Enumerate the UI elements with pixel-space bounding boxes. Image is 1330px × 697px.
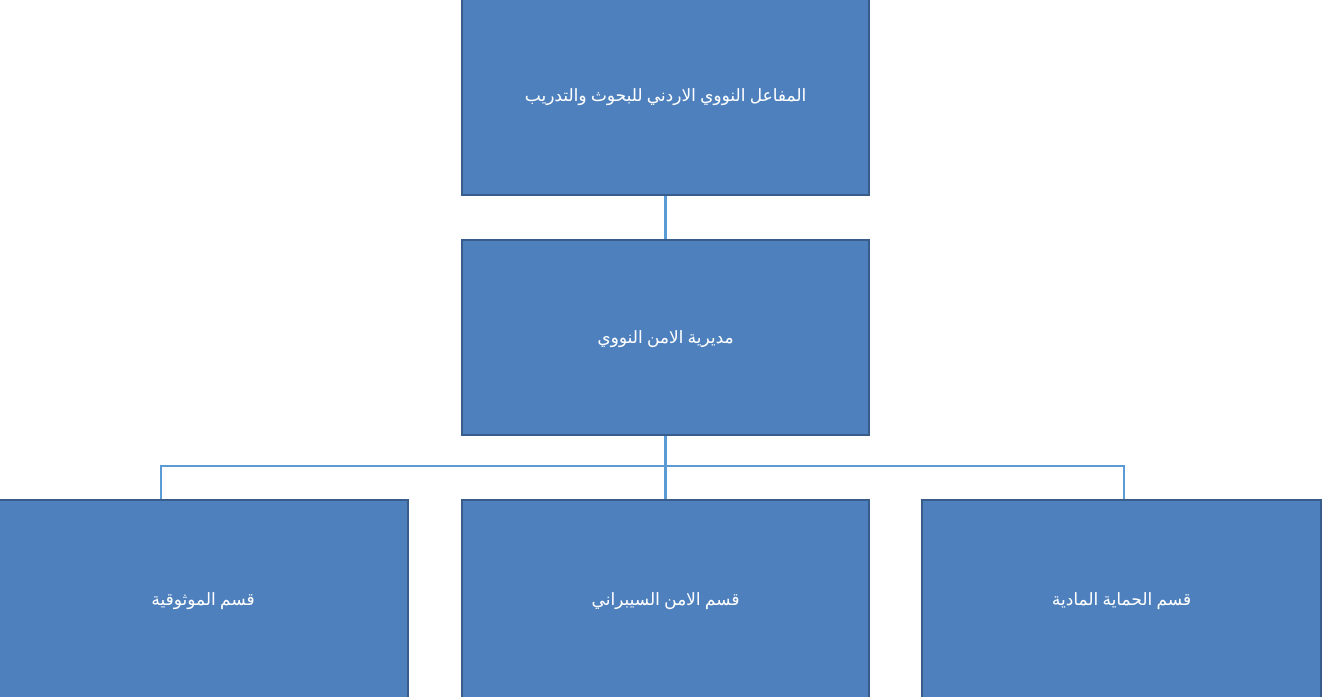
node-department-reliability[interactable]: قسم الموثوقية (0, 499, 409, 697)
node-department-cyber-security[interactable]: قسم الامن السيبراني (461, 499, 870, 697)
node-directorate-label: مديرية الامن النووي (597, 327, 734, 347)
connector-horizontal-bus (160, 465, 1125, 467)
node-root-label: المفاعل النووي الاردني للبحوث والتدريب (524, 86, 807, 106)
connector-drop-left-department (160, 465, 162, 500)
node-nuclear-security-directorate[interactable]: مديرية الامن النووي (461, 239, 870, 436)
node-department-physical-protection[interactable]: قسم الحماية المادية (921, 499, 1322, 697)
connector-root-to-directorate (664, 196, 667, 240)
node-department-center-label: قسم الامن السيبراني (591, 590, 740, 610)
connector-drop-right-department (1123, 465, 1125, 500)
node-department-left-label: قسم الموثوقية (151, 590, 255, 610)
connector-directorate-to-bus (664, 436, 667, 500)
node-root-reactor[interactable]: المفاعل النووي الاردني للبحوث والتدريب (461, 0, 870, 196)
node-department-right-label: قسم الحماية المادية (1051, 590, 1192, 610)
